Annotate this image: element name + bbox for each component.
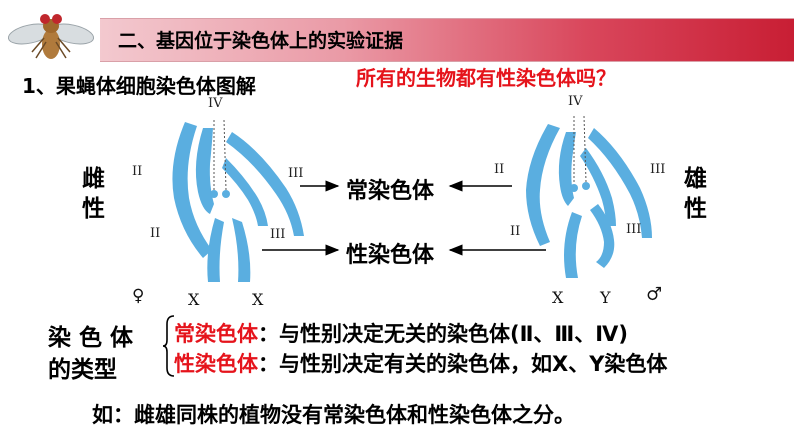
autosome-description: ：与性别决定无关的染色体(Ⅱ、Ⅲ、Ⅳ) [258, 322, 628, 346]
types-heading-line2: 的类型 [48, 357, 117, 383]
chromosome-x-female-2 [232, 218, 251, 282]
autosome-term: 常染色体 [174, 322, 258, 346]
roman-ii-female-lower: II [150, 226, 161, 241]
title-banner [100, 18, 794, 62]
male-label: 雄性 [684, 166, 707, 222]
roman-iii-female-upper: III [288, 166, 304, 181]
chromosome-iii-male-outer [588, 128, 652, 238]
female-chromosomes [172, 122, 304, 282]
female-label: 雌性 [82, 166, 105, 222]
roman-ii-male-lower: II [510, 224, 521, 239]
fruit-fly-icon [7, 14, 95, 59]
section-heading: 1、果蝇体细胞染色体图解 [22, 74, 256, 98]
autosome-definition: 常染色体：与性别决定无关的染色体(Ⅱ、Ⅲ、Ⅳ) [174, 318, 628, 348]
male-sex-letter-y: Y [600, 288, 611, 307]
question-text: 所有的生物都有性染色体吗？ [356, 66, 616, 90]
chromosome-ii-male-inner [558, 132, 576, 206]
sex-chromosome-description: ：与性别决定有关的染色体，如X、Y染色体 [258, 352, 668, 376]
roman-ii-female-upper: II [132, 164, 143, 179]
chromosome-iii-female-inner [222, 158, 268, 226]
types-heading-line1: 染 色 体 [48, 325, 134, 351]
male-symbol: ♂ [646, 284, 663, 305]
note-text: 如：雌雄同株的植物没有常染色体和性染色体之分。 [92, 403, 575, 427]
banner-title: 二、基因位于染色体上的实验证据 [118, 30, 404, 52]
female-symbol: ♀ [132, 286, 145, 306]
chromosome-iii-male-inner [580, 148, 616, 226]
male-sex-letter-x: X [552, 288, 564, 307]
female-sex-letter-1: X [188, 290, 200, 309]
brace-icon [162, 315, 175, 377]
chromosome-x-male [564, 212, 582, 278]
chromosome-ii-female-outer [172, 122, 212, 258]
chromosome-y-male [590, 204, 615, 268]
chromosome-ii-female-inner [195, 128, 214, 214]
sex-chromosome-term: 性染色体 [174, 352, 258, 376]
chromosome-x-female-1 [207, 218, 224, 282]
roman-iv-male: IV [568, 94, 583, 109]
chromosome-ii-male-outer [526, 124, 560, 246]
male-chromosomes [526, 124, 652, 278]
autosome-arrow-label: 常染色体 [346, 179, 435, 204]
roman-iii-male-upper: III [650, 162, 666, 177]
roman-iv-female: IV [208, 96, 223, 111]
roman-ii-male-upper: II [494, 162, 505, 177]
roman-iii-female-lower: III [270, 227, 286, 242]
roman-iii-male-lower: III [626, 222, 642, 237]
sex-chromosome-arrow-label: 性染色体 [346, 243, 435, 268]
chromosome-iii-female-outer [226, 132, 304, 236]
sex-chromosome-definition: 性染色体：与性别决定有关的染色体，如X、Y染色体 [174, 348, 667, 378]
female-sex-letter-2: X [252, 290, 264, 309]
